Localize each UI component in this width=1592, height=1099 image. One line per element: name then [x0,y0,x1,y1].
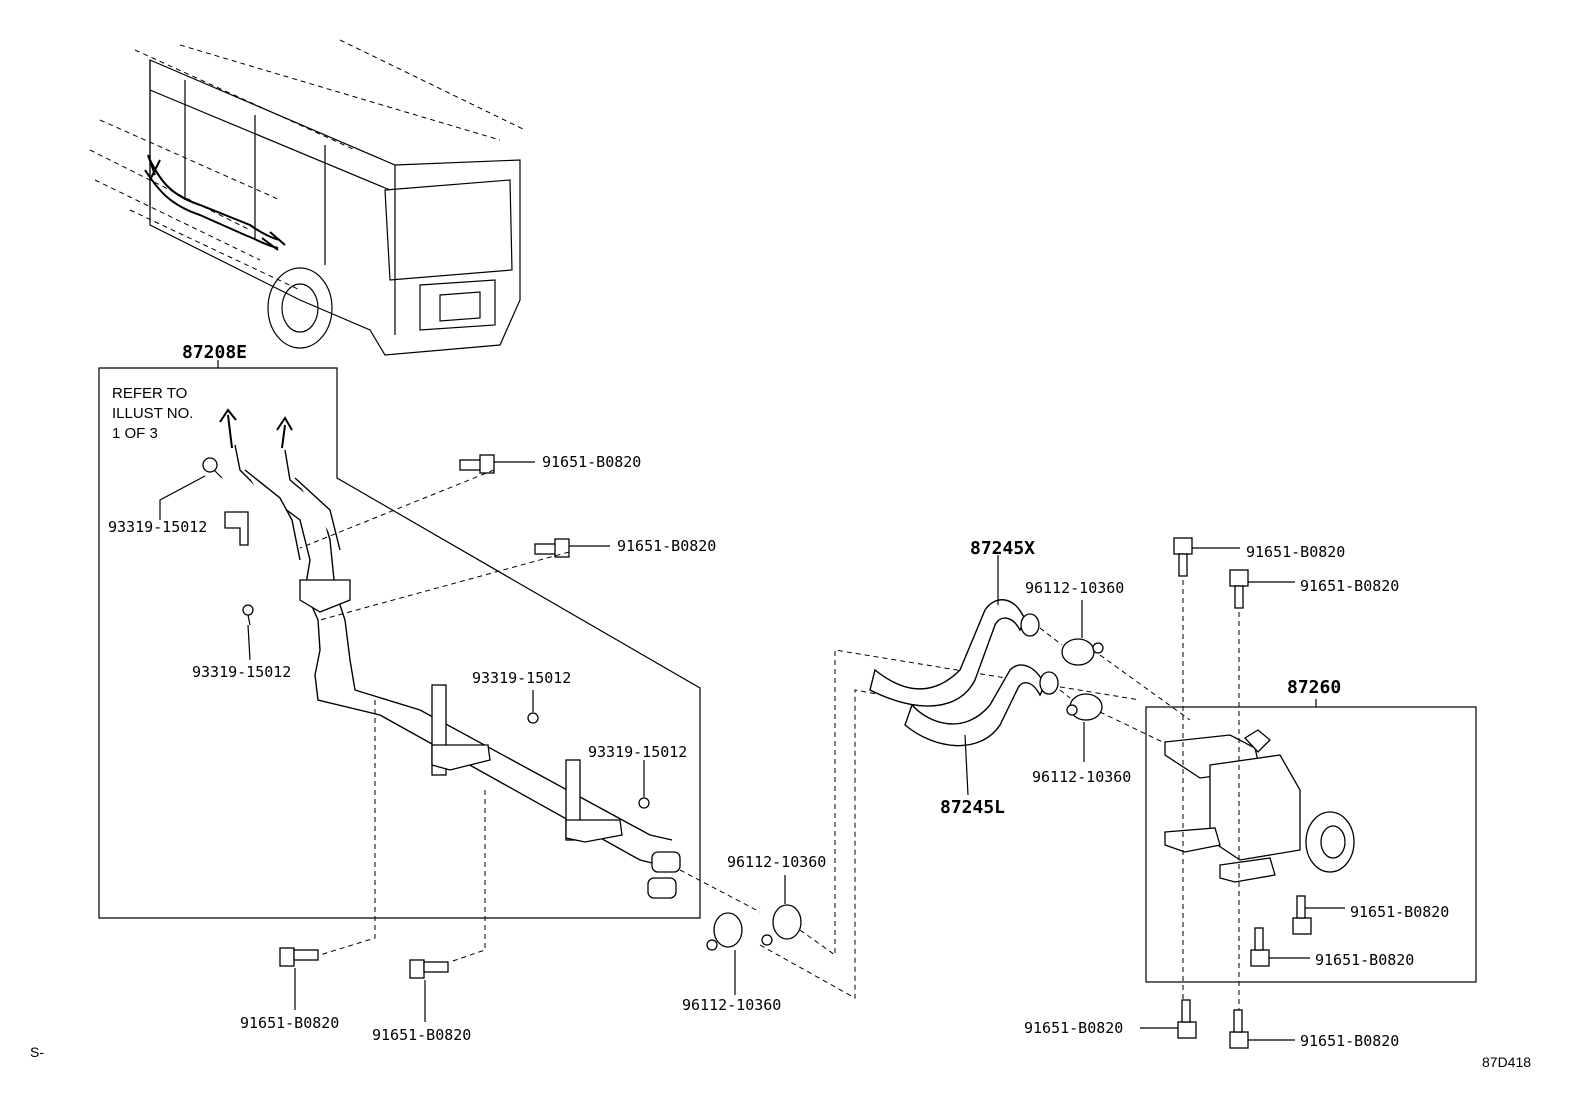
hose-x-label: 87245X [970,538,1035,559]
clamp-screw-label-b: 93319-15012 [192,663,291,681]
hose-clamp-label-c: 96112-10360 [1025,579,1124,597]
hose-clamps-right [1061,638,1104,721]
bolt-label-i: 91651-B0820 [1024,1019,1123,1037]
bolt-label-h: 91651-B0820 [1315,951,1414,969]
bolt-label-e: 91651-B0820 [1246,543,1345,561]
bolt-label-f: 91651-B0820 [1300,577,1399,595]
water-valve [1164,729,1355,883]
illustration-code: 87D418 [1482,1054,1531,1070]
refer-note-line-3: 1 OF 3 [112,425,158,442]
heater-pipe-assy-frame: 87208E REFER TO ILLUST NO. 1 OF 3 [98,342,701,919]
bolt-label-b: 91651-B0820 [617,537,716,555]
refer-note-line-2: ILLUST NO. [112,405,193,422]
bolt-label-c: 91651-B0820 [240,1014,339,1032]
refer-note-line-1: REFER TO [112,385,187,402]
bolts-right [1173,537,1312,1049]
clamp-screw-label-c: 93319-15012 [472,669,571,687]
direction-arrows [219,408,293,449]
heater-pipe-assy-label: 87208E [182,342,247,363]
hose-clamp-label-d: 96112-10360 [1032,768,1131,786]
bolt-label-a: 91651-B0820 [542,453,641,471]
bolt-label-g: 91651-B0820 [1350,903,1449,921]
hose-clamps-middle [706,904,802,951]
vehicle-illustration [89,39,526,356]
hose-clamp-label-a: 96112-10360 [682,996,781,1014]
clamp-screw-label-a: 93319-15012 [108,518,207,536]
bolt-label-d: 91651-B0820 [372,1026,471,1044]
hose-clamp-label-b: 96112-10360 [727,853,826,871]
pipe-clamp-screws [202,457,650,809]
hose-l-label: 87245L [940,797,1005,818]
valve-assy-frame: 87260 [1145,677,1477,983]
water-hoses [869,599,1059,747]
bolt-label-j: 91651-B0820 [1300,1032,1399,1050]
valve-assy-label: 87260 [1287,677,1341,698]
clamp-screw-label-d: 93319-15012 [588,743,687,761]
heater-pipes [224,444,681,899]
corner-mark: S- [30,1044,44,1060]
